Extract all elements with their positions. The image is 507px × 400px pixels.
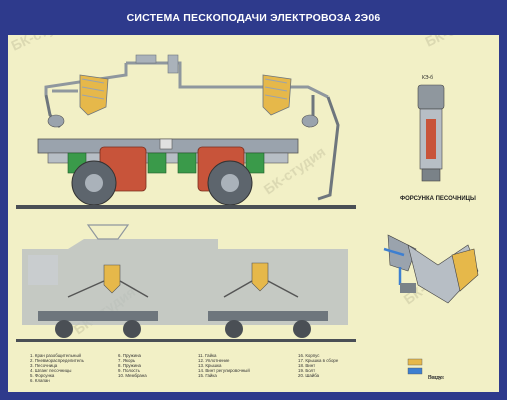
locomotive-silhouette <box>22 224 348 325</box>
legend-col-2: 6. Пружина 7. Якорь 8. Пружина 9. Полост… <box>118 353 147 379</box>
air-valve <box>135 54 157 64</box>
diagram-panel: БК-студия БК-студия БК-студия БК-студия … <box>8 5 499 392</box>
poster-title: СИСТЕМА ПЕСКОПОДАЧИ ЭЛЕКТРОВОЗА 2Э06 <box>126 12 381 24</box>
legend: 1. Кран разобщительный 2. Пневмораспреде… <box>8 345 499 389</box>
watermark-2: БК-студия <box>423 35 494 50</box>
bogie <box>37 138 299 206</box>
legend-sand-swatch <box>407 358 423 366</box>
nozzle-right <box>301 114 319 128</box>
legend-air-label: Воздух <box>428 375 445 381</box>
legend-air-swatch <box>407 367 423 375</box>
legend-col-1: 1. Кран разобщительный 2. Пневмораспреде… <box>30 353 84 384</box>
sandbox-right <box>262 74 292 116</box>
legend-sand-label: Песок <box>428 375 442 381</box>
nozzle-detail <box>383 234 479 304</box>
sandbox-bottom-right <box>223 262 299 298</box>
sandbox-left <box>79 74 109 116</box>
watermark-1: БК-студия <box>9 35 80 54</box>
rail-bottom <box>16 339 356 342</box>
distributor <box>167 54 179 74</box>
bogie-bottom-right <box>208 311 328 338</box>
nozzle-detail-title: ФОРСУНКА ПЕСОЧНИЦЫ <box>400 196 476 202</box>
hose-right <box>317 96 340 201</box>
rail-top <box>16 205 356 209</box>
diagram-svg: БК-студия БК-студия БК-студия БК-студия … <box>9 5 494 375</box>
legend-col-4: 16. Корпус 17. Крышка в сборе 18. Винт 1… <box>298 353 339 379</box>
valve-detail <box>417 84 445 182</box>
bogie-bottom-left <box>38 311 158 338</box>
valve-code-label: КЭ-б <box>422 75 434 81</box>
nozzle-left <box>47 114 65 128</box>
legend-col-3: 11. Гайка 12. Уплотнение 13. Крышка 14. … <box>198 353 250 379</box>
sandbox-bottom-left <box>67 264 149 298</box>
